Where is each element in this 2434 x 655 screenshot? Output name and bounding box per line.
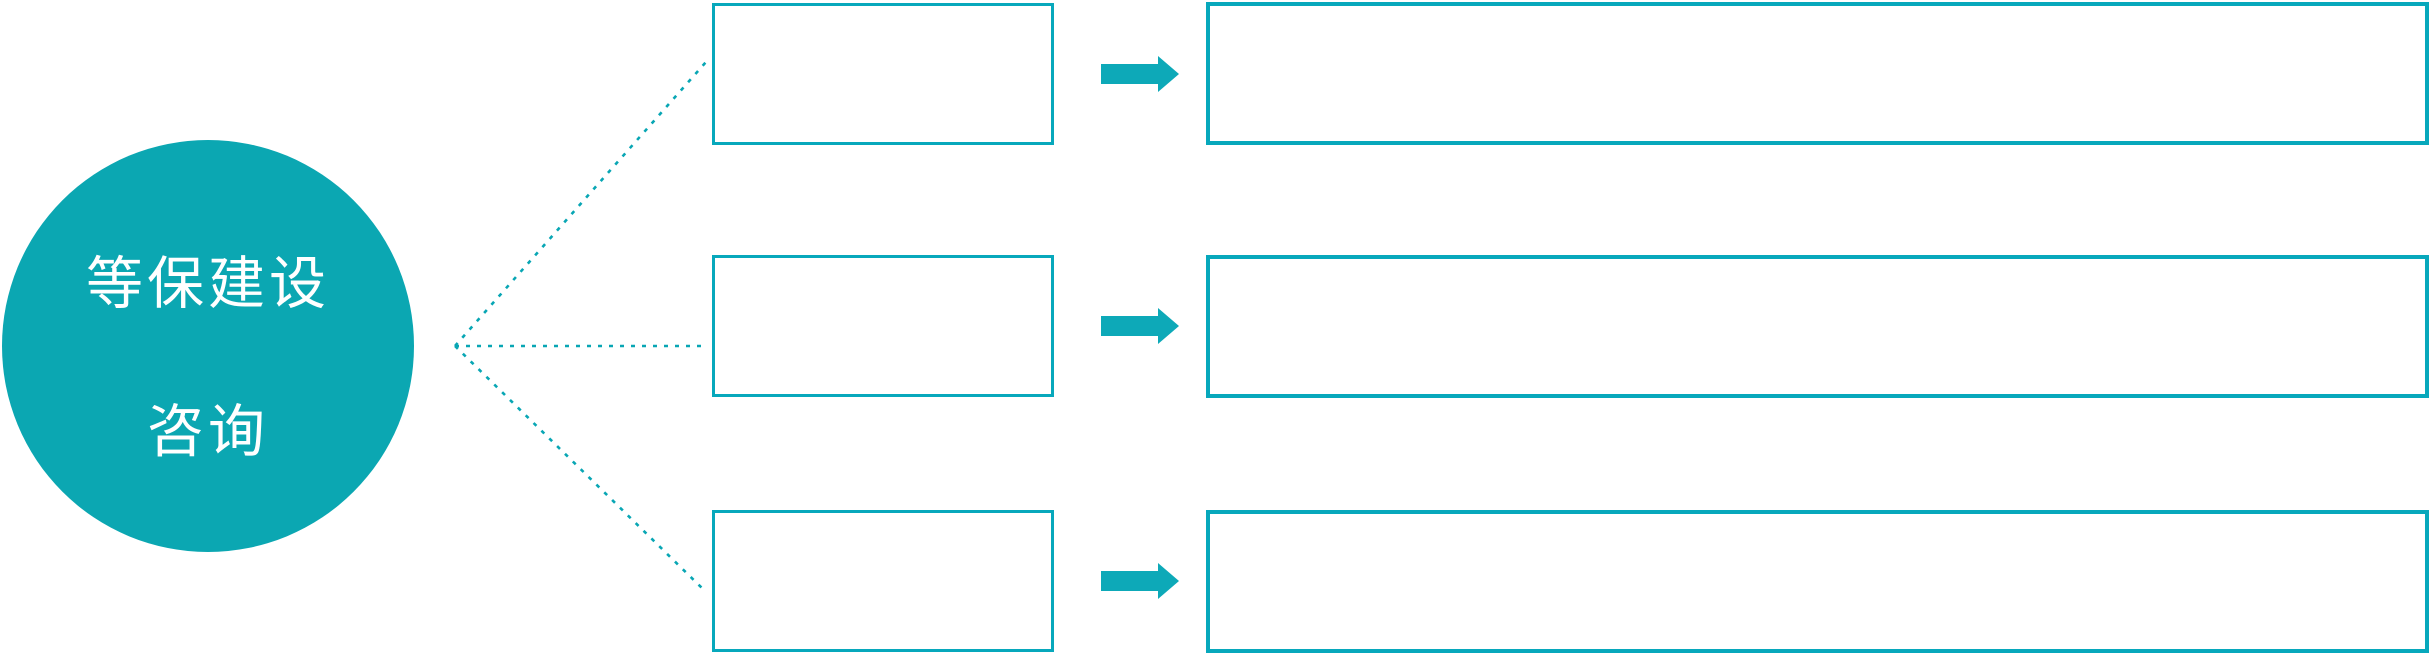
arrow-right-icon (1101, 563, 1179, 599)
hub-label-line-1: 等保建设 (86, 252, 330, 316)
connector-line-top (454, 61, 707, 347)
arrow-right-icon (1101, 56, 1179, 92)
detail-box-1 (1206, 2, 2429, 145)
connector-line-bottom (454, 345, 707, 593)
step-box-1 (712, 3, 1054, 145)
step-box-2 (712, 255, 1054, 397)
hub-label: 等保建设 咨询 (86, 173, 330, 543)
detail-box-3 (1206, 510, 2429, 653)
arrow-right-icon (1101, 308, 1179, 344)
step-box-3 (712, 510, 1054, 652)
hub-circle: 等保建设 咨询 (2, 140, 414, 552)
hub-label-line-2: 咨询 (147, 400, 269, 464)
detail-box-2 (1206, 255, 2429, 398)
